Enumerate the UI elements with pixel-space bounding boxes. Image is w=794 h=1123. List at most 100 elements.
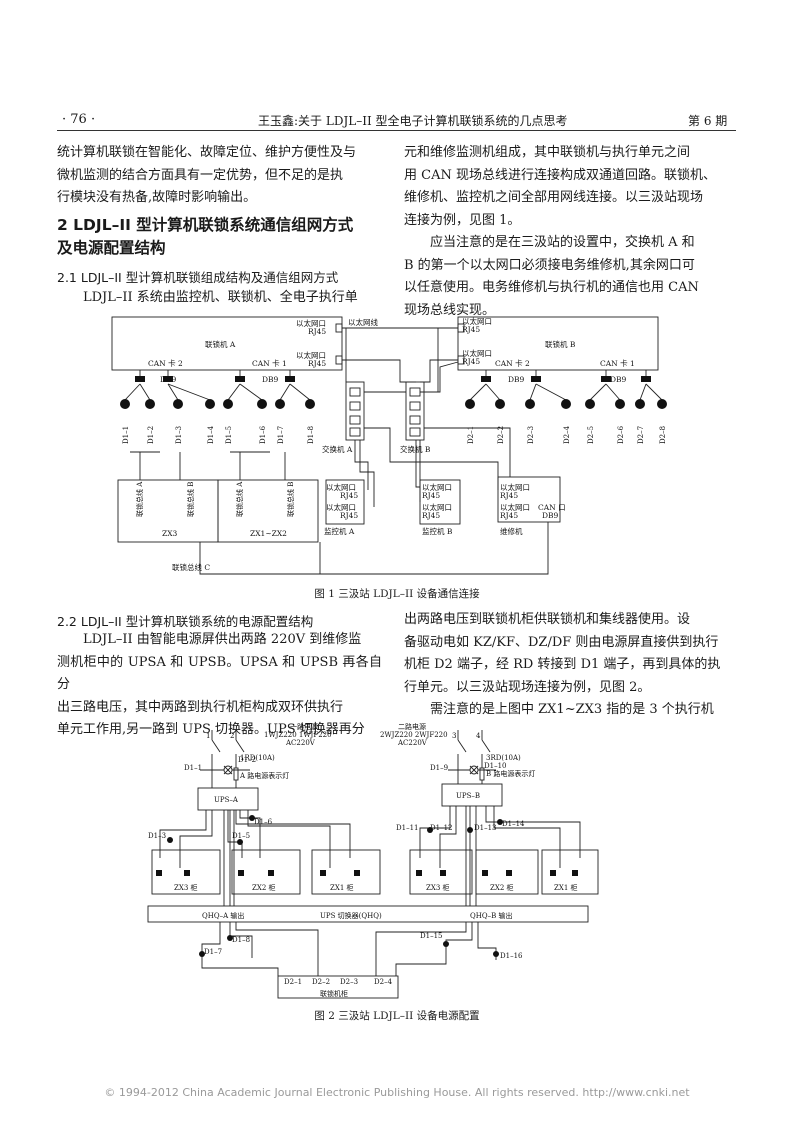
- text-line: B 的第一个以太网口必须接电务维修机,其余网口可: [404, 257, 695, 273]
- source-a-label: 一路电源: [290, 722, 318, 731]
- cabinet-label: ZX1 柜: [330, 883, 354, 892]
- monitor-b-label: 监控机 B: [422, 526, 453, 536]
- rj45-label: RJ45: [308, 327, 326, 336]
- zx1-zx2-box: [217, 479, 319, 543]
- text-line: 机柜 D2 端子，经 RD 转接到 D1 端子，再到具体的执: [404, 657, 721, 672]
- monitor-a-box: [325, 479, 365, 525]
- terminal-label: D1–12: [430, 824, 452, 832]
- terminal-number: 2: [230, 732, 234, 740]
- interlock-a-box: [111, 316, 343, 371]
- rj45-label: RJ45: [422, 491, 440, 500]
- ups-a-label: UPS–A: [214, 796, 239, 804]
- eth-port-label: 以太网口: [462, 316, 492, 326]
- db9-label: DB9: [542, 511, 559, 520]
- fuse-label: 1RD(10A): [240, 754, 275, 762]
- terminal-label: D1–10: [484, 762, 506, 770]
- text-line: LDJL–II 由智能电源屏供出两路 220V 到维修监: [83, 632, 362, 647]
- terminal-label: D2–3: [340, 978, 358, 986]
- cabinet-label: ZX3 柜: [174, 883, 198, 892]
- eth-port-label: 以太网口: [296, 318, 326, 328]
- bus-b-label: 联锁总线 B: [186, 482, 195, 517]
- terminal-label: D1–13: [474, 824, 496, 832]
- text-line: 统计算机联锁在智能化、故障定位、维护方便性及与: [57, 145, 357, 160]
- text-line: 备驱动电如 KZ/KF、DZ/DF 则由电源屏直接供到执行: [404, 634, 719, 650]
- cabinet: [231, 849, 301, 895]
- terminal-label: D2–2: [312, 978, 330, 986]
- cabinet: [409, 849, 473, 895]
- terminal-number: 4: [476, 732, 481, 740]
- switch-a-label: 交换机 A: [322, 444, 353, 454]
- can-card-label: CAN 卡 2: [495, 358, 530, 368]
- zx3-label: ZX3: [162, 529, 178, 538]
- heading-line: 2 LDJL–II 型计算机联锁系统通信组网方式: [57, 216, 354, 234]
- db9-label: DB9: [508, 375, 525, 384]
- top-left-text: 统计算机联锁在智能化、故障定位、维护方便性及与 微机监测的结合方面具有一定优势，…: [57, 142, 382, 210]
- terminal-label: D1–6: [259, 425, 267, 444]
- source-b-terms: 2WJZ220 2WJF220: [380, 731, 448, 739]
- output-a-label: QHQ–A 输出: [202, 911, 244, 920]
- output-b-label: QHQ–B 输出: [470, 911, 512, 920]
- terminal-label: D1–6: [254, 818, 273, 826]
- eth-line-label: 以太网线: [348, 317, 378, 327]
- eth-port-label: 以太网口: [326, 482, 356, 492]
- eth-port-label: 以太网口: [422, 482, 452, 492]
- text-line: 出两路电压到联锁机柜供联锁机和集线器使用。设: [404, 612, 691, 627]
- running-title: 王玉鑫:关于 LDJL–II 型全电子计算机联锁系统的几点思考: [258, 114, 568, 128]
- maintenance-label: 维修机: [500, 526, 523, 536]
- terminal-label: D1–4: [207, 425, 215, 444]
- switch-b-box: [405, 381, 425, 441]
- text-line: 用 CAN 现场总线进行连接构成双通道回路。联锁机、: [404, 167, 716, 183]
- interlock-a-label: 联锁机 A: [205, 339, 236, 349]
- terminal-label: D2–4: [563, 425, 571, 444]
- rj45-label: RJ45: [340, 491, 358, 500]
- section-2-heading: 2 LDJL–II 型计算机联锁系统通信组网方式 及电源配置结构: [57, 214, 353, 260]
- interlock-cabinet-label: 联锁机柜: [320, 989, 348, 998]
- terminal-label: D2–4: [374, 978, 393, 986]
- can-card-label: CAN 卡 2: [148, 358, 183, 368]
- terminal-label: D1–5: [225, 426, 233, 444]
- terminal-label: D1–14: [502, 820, 525, 828]
- figure-1-caption: 图 1 三汲站 LDJL–II 设备通信连接: [314, 588, 480, 600]
- section-2-1-text: LDJL–II 系统由监控机、联锁机、全电子执行单: [57, 287, 382, 310]
- eth-port-label: 以太网口: [462, 348, 492, 358]
- terminal-label: D1–8: [232, 936, 250, 944]
- terminal-label: D1–8: [307, 426, 315, 444]
- text-line: 元和维修监测机组成，其中联锁机与执行单元之间: [404, 145, 691, 160]
- lamp-b-label: B 路电源表示灯: [486, 769, 535, 778]
- terminal-label: D1–7: [277, 426, 285, 444]
- section-2-1-heading: 2.1 LDJL–II 型计算机联锁组成结构及通信组网方式: [57, 270, 339, 285]
- text-line: 以任意使用。电务维修机与执行机的通信也用 CAN: [404, 280, 699, 295]
- terminal-label: D1–2: [238, 756, 256, 764]
- cabinet: [541, 849, 599, 895]
- interlock-cabinet-box: [277, 975, 399, 999]
- rj45-label: RJ45: [500, 511, 518, 520]
- eth-port-label: 以太网口: [326, 502, 356, 512]
- can-card-label: CAN 卡 1: [600, 358, 635, 368]
- cabinet: [311, 849, 381, 895]
- lamp-a-label: A 路电源表示灯: [239, 771, 289, 780]
- terminal-label: D1–15: [420, 932, 442, 940]
- terminal-label: D2–3: [527, 426, 535, 444]
- figure-1-diagram: 联锁机 A 联锁机 B 以太网口 RJ45 以太网口 RJ45 以太网线 以太网…: [111, 316, 667, 575]
- interlock-b-label: 联锁机 B: [545, 339, 576, 349]
- terminal-label: D1–3: [175, 426, 183, 444]
- switcher-label: UPS 切换器(QHQ): [320, 911, 382, 920]
- terminal-label: D2–6: [617, 425, 625, 444]
- interlock-b-box: [457, 316, 659, 371]
- ups-b-label: UPS–B: [456, 792, 480, 800]
- text-line: 维修机、监控机之间全部用网线连接。以三汲站现场: [404, 190, 704, 205]
- figure-2-diagram: 一路电源 1WJZ220 1WJF220 AC220V 二路电源 2WJZ220…: [147, 722, 599, 999]
- text-line: 微机监测的结合方面具有一定优势，但不足的是执: [57, 167, 344, 183]
- eth-port-label: 以太网口: [422, 502, 452, 512]
- source-a-terms: 1WJZ220 1WJF220: [264, 731, 332, 739]
- monitor-a-label: 监控机 A: [324, 526, 355, 536]
- text-line: 应当注意的是在三汲站的设置中，交换机 A 和: [430, 235, 695, 250]
- eth-port-label: 以太网口: [500, 502, 530, 512]
- copyright-footer: © 1994-2012 China Academic Journal Elect…: [104, 1086, 690, 1099]
- ups-switcher-box: [147, 905, 589, 923]
- bottom-right-text: 出两路电压到联锁机柜供联锁机和集线器使用。设 备驱动电如 KZ/KF、DZ/DF…: [404, 609, 736, 722]
- rj45-label: RJ45: [462, 357, 480, 366]
- terminal-label: D1–5: [232, 832, 250, 840]
- eth-port-label: 以太网口: [500, 482, 530, 492]
- db9-label: DB9: [610, 375, 627, 384]
